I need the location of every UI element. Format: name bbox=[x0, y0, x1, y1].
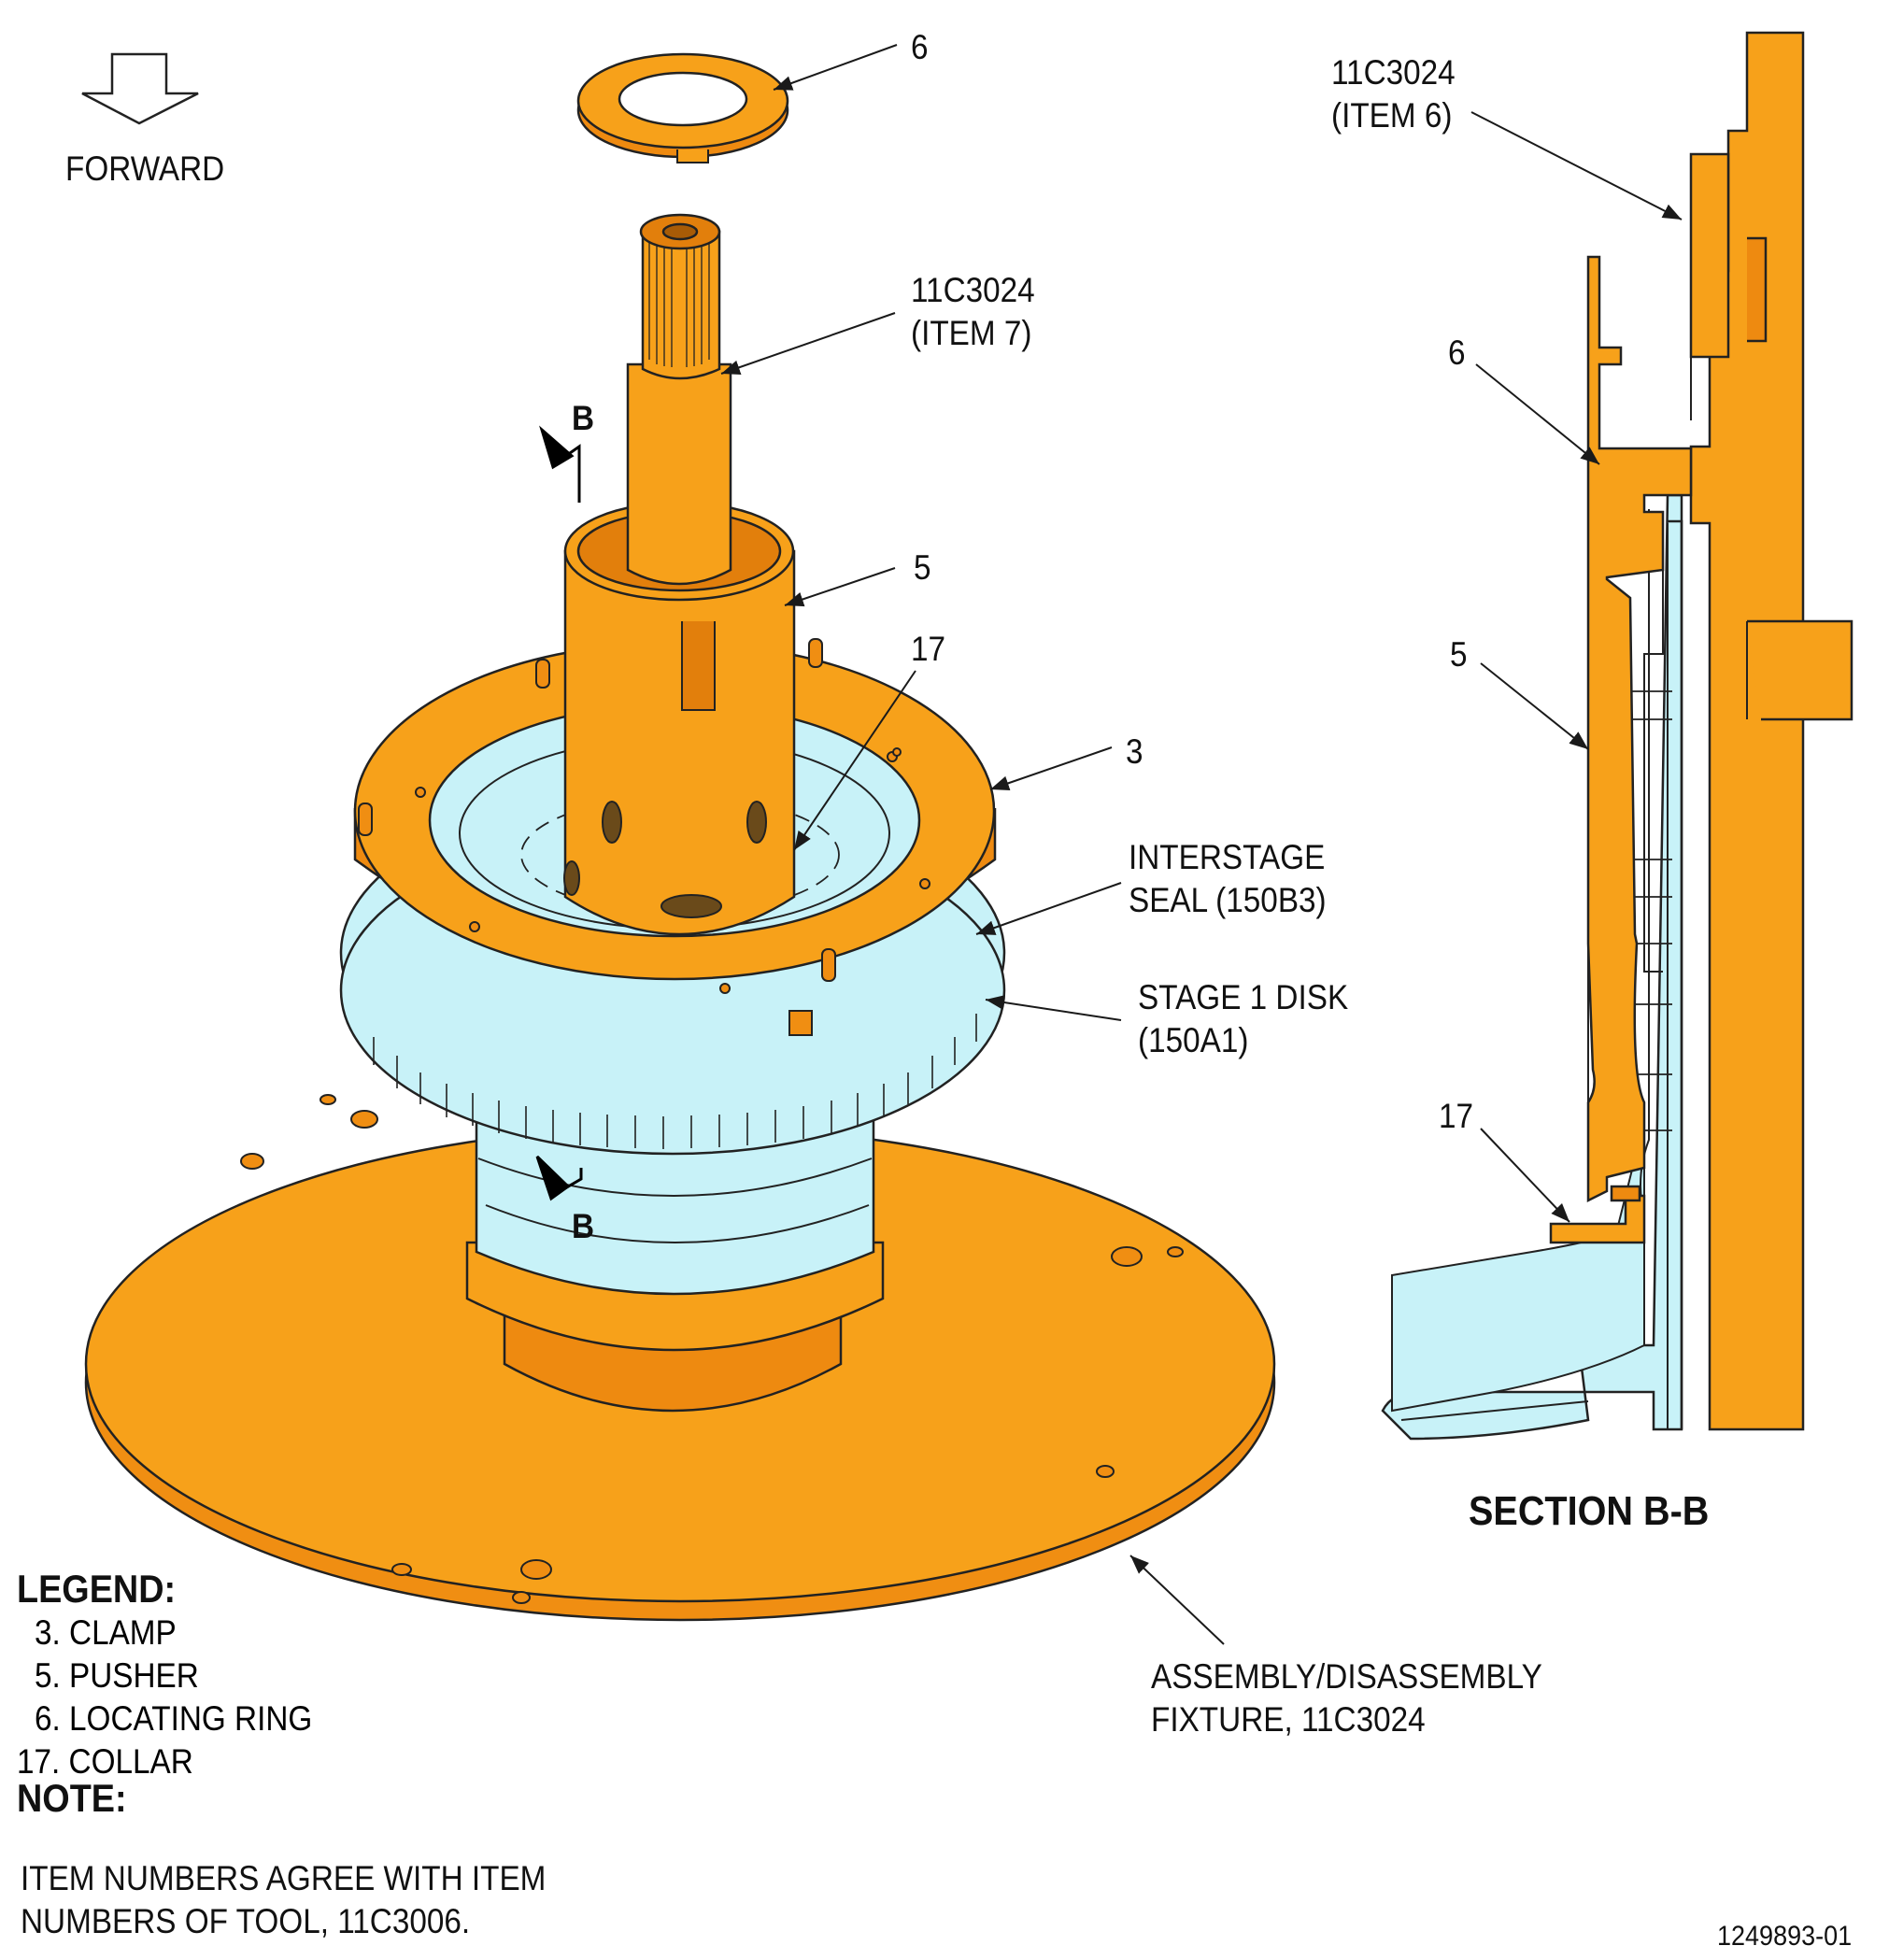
callout-interstage-line2: SEAL (150B3) bbox=[1129, 881, 1327, 919]
section-tool-item6-line1: 11C3024 bbox=[1331, 53, 1456, 92]
section-marker-bottom-label: B bbox=[572, 1207, 595, 1245]
note-line1: ITEM NUMBERS AGREE WITH ITEM bbox=[21, 1859, 547, 1897]
callout-disk-line1: STAGE 1 DISK bbox=[1138, 978, 1349, 1016]
legend-item-locating-ring: 6. LOCATING RING bbox=[35, 1699, 313, 1738]
callout-item-5: 5 bbox=[914, 548, 931, 587]
section-callout-17: 17 bbox=[1439, 1097, 1474, 1135]
callout-tool-item7-line1: 11C3024 bbox=[911, 271, 1035, 309]
callout-item-3: 3 bbox=[1126, 732, 1143, 771]
legend-item-clamp: 3. CLAMP bbox=[35, 1613, 177, 1652]
section-leader-lines bbox=[1470, 111, 1683, 1223]
section-callout-6: 6 bbox=[1448, 334, 1466, 372]
legend-item-collar: 17. COLLAR bbox=[17, 1742, 193, 1781]
leader-lines bbox=[720, 44, 1225, 1645]
section-marker-top-label: B bbox=[572, 399, 595, 437]
callout-item-17: 17 bbox=[911, 630, 946, 668]
callout-tool-item7-line2: (ITEM 7) bbox=[911, 314, 1032, 352]
section-tool-item6-line2: (ITEM 6) bbox=[1331, 96, 1453, 135]
callout-fixture-line2: FIXTURE, 11C3024 bbox=[1151, 1700, 1426, 1739]
document-number: 1249893-01 bbox=[1717, 1921, 1853, 1952]
section-b-b bbox=[1381, 31, 1853, 1441]
section-callout-5: 5 bbox=[1450, 635, 1468, 674]
callout-fixture-line1: ASSEMBLY/DISASSEMBLY bbox=[1151, 1657, 1542, 1696]
section-marker-top bbox=[539, 425, 581, 503]
note-title: NOTE: bbox=[17, 1776, 127, 1820]
legend-item-pusher: 5. PUSHER bbox=[35, 1656, 199, 1695]
callout-item-6: 6 bbox=[911, 28, 929, 66]
forward-arrow-icon bbox=[81, 52, 199, 125]
locating-ring bbox=[576, 52, 789, 163]
note-line2: NUMBERS OF TOOL, 11C3006. bbox=[21, 1902, 471, 1940]
legend-title: LEGEND: bbox=[17, 1567, 177, 1611]
callout-interstage-line1: INTERSTAGE bbox=[1129, 838, 1326, 876]
callout-disk-line2: (150A1) bbox=[1138, 1021, 1249, 1059]
section-title: SECTION B-B bbox=[1469, 1488, 1710, 1534]
shaft bbox=[626, 213, 732, 586]
forward-label: FORWARD bbox=[65, 149, 225, 188]
section-marker-bottom bbox=[535, 1155, 583, 1201]
